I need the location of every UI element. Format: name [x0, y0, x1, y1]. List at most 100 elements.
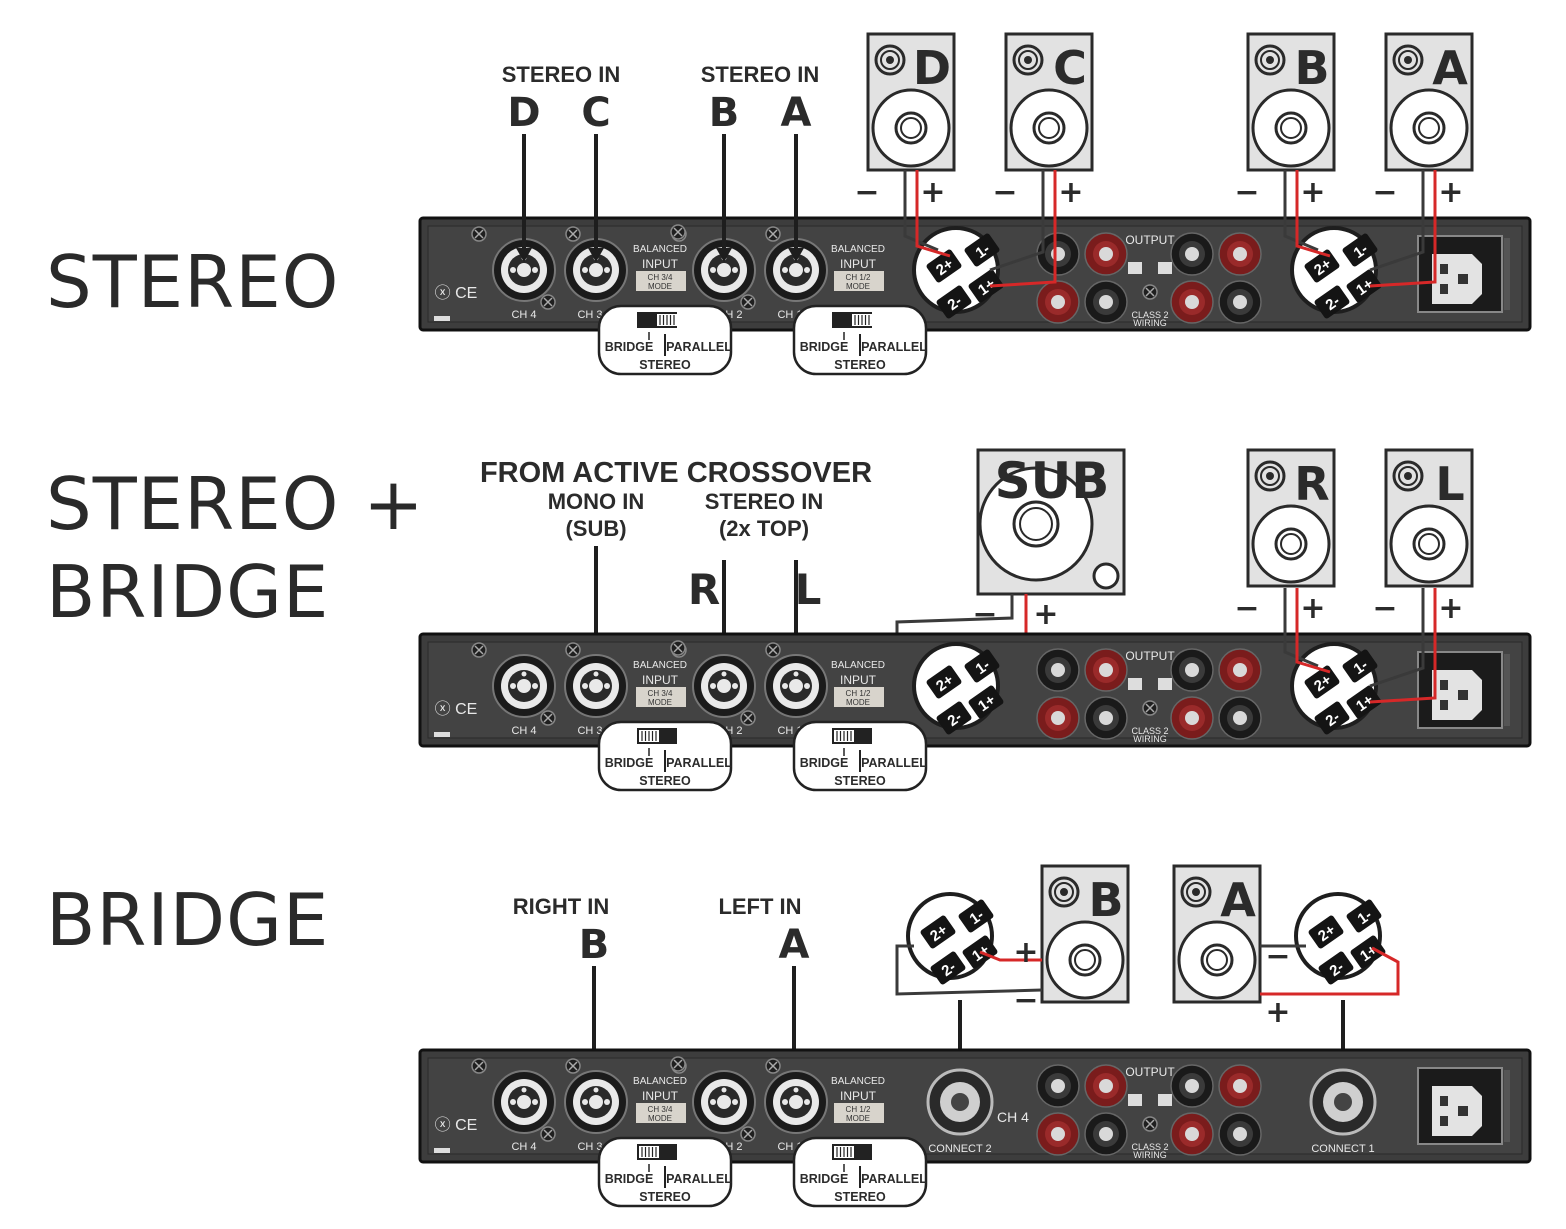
binding-post — [1170, 648, 1214, 692]
section-title-bridge: BRIDGE — [46, 878, 330, 962]
screw — [471, 226, 487, 242]
binding-post — [1036, 1064, 1080, 1108]
mode-ch: CH 1/2 — [846, 1105, 871, 1114]
mode-label: MODE — [648, 282, 672, 291]
wire-l-neg — [1369, 612, 1425, 688]
screw — [670, 640, 686, 656]
speaker-C: C — [1004, 32, 1094, 172]
mode-plate — [636, 1103, 686, 1123]
speakon-plug-ch34: 1-1+2+2- — [912, 642, 1004, 735]
binding-post — [1084, 1112, 1128, 1156]
speaker-B: B — [1040, 864, 1130, 1004]
speakon-pin-body — [1304, 249, 1340, 283]
power-inlet — [1432, 670, 1482, 720]
wire-d-neg — [903, 195, 939, 252]
binding-post — [1036, 696, 1080, 740]
stereo-in-label-right: STEREO IN — [701, 62, 820, 87]
speakon-pin-body — [926, 249, 962, 283]
speakon-pin-body — [920, 915, 956, 949]
switch-label-parallel: PARALLEL — [666, 340, 732, 354]
speakon-pin-body — [926, 665, 962, 699]
mono-in-sub-label: (SUB) — [565, 516, 626, 541]
ce-mark: ⓧ CE — [435, 700, 478, 718]
speaker-R-letter: R — [1294, 457, 1329, 511]
sub-dustcap-inner — [1019, 507, 1053, 541]
speaker-B: B — [1246, 32, 1336, 172]
wire-r-pos — [1295, 612, 1331, 674]
speakon-pin: 2+ — [1308, 915, 1344, 949]
screw — [670, 1056, 686, 1072]
speakon-pin: 2- — [1318, 951, 1354, 985]
screw — [565, 642, 581, 658]
speakon-pin-body — [1346, 899, 1382, 933]
speakon-pin-label: 2+ — [933, 255, 957, 279]
switch-label-stereo: STEREO — [639, 358, 691, 372]
binding-post — [1084, 280, 1128, 324]
speakon-pin: 1- — [1346, 899, 1382, 933]
speakon-pin-body — [1308, 915, 1344, 949]
speakon-pin: 2+ — [926, 665, 962, 699]
plus-sign: + — [1058, 175, 1083, 210]
plus-sign: + — [1013, 935, 1038, 970]
plus-sign: + — [1265, 995, 1290, 1030]
switch-label-stereo: STEREO — [834, 1190, 886, 1204]
plus-sign: + — [920, 175, 945, 210]
minus-sign: − — [1372, 175, 1397, 210]
sub-port — [1092, 562, 1120, 590]
screw — [740, 710, 756, 726]
input-jack — [692, 654, 756, 718]
speakon-pin: 1+ — [1350, 935, 1386, 969]
binding-post — [1084, 1064, 1128, 1108]
input-letter-A: A — [779, 922, 810, 968]
screw — [540, 294, 556, 310]
power-pin — [1458, 274, 1468, 284]
input-jack — [492, 654, 556, 718]
binding-post — [1036, 648, 1080, 692]
power-pin — [1440, 700, 1448, 710]
screw — [740, 294, 756, 310]
speakon-pin-body — [936, 701, 972, 735]
speakon-pin: 2- — [1314, 701, 1350, 735]
section-title-stereo: STEREO — [46, 240, 340, 324]
speaker-R: R — [1246, 448, 1336, 588]
speakon-pin: 2- — [1314, 285, 1350, 319]
switch-label-parallel: PARALLEL — [861, 756, 927, 770]
wire-a-pos — [1260, 946, 1400, 996]
screw — [471, 1058, 487, 1074]
speakon-pin: 2+ — [920, 915, 956, 949]
channel-label: CH 4 — [511, 1141, 536, 1153]
channel-label: CH 3 — [577, 309, 602, 321]
binding-post — [1170, 1112, 1214, 1156]
amp-side — [1504, 238, 1510, 310]
screw — [1142, 1116, 1158, 1132]
speaker-D-letter: D — [913, 41, 951, 95]
switch-label-bridge: BRIDGE — [800, 756, 849, 770]
minus-sign: − — [1234, 175, 1259, 210]
wire-r-neg — [1283, 612, 1319, 668]
switch-label-bridge: BRIDGE — [800, 340, 849, 354]
speakon-pin: 1- — [964, 233, 1000, 267]
minus-sign: − — [992, 175, 1017, 210]
mode-ch: CH 1/2 — [846, 273, 871, 282]
screw — [471, 642, 487, 658]
screw — [1142, 284, 1158, 300]
speakon-pin-body — [964, 649, 1000, 683]
power-pin — [1440, 264, 1448, 274]
channel-label: CH 4 — [511, 309, 536, 321]
power-pin — [1440, 284, 1448, 294]
speakon-pin-body — [936, 285, 972, 319]
output-label: OUTPUT — [1125, 1065, 1175, 1079]
speakon-pin-body — [1318, 951, 1354, 985]
speakon-pin-body — [1346, 269, 1382, 303]
speaker-A: A — [1384, 32, 1474, 172]
output-label: OUTPUT — [1125, 233, 1175, 247]
mode-label: MODE — [648, 698, 672, 707]
speakon-pin-body — [930, 951, 966, 985]
speakon-pin-body — [1342, 649, 1378, 683]
switch-label-stereo: STEREO — [639, 1190, 691, 1204]
input-label: INPUT — [840, 257, 877, 271]
plus-sign: + — [1033, 597, 1058, 632]
speaker-B-letter: B — [1294, 41, 1329, 95]
wiring-label: WIRING — [1133, 1150, 1167, 1160]
